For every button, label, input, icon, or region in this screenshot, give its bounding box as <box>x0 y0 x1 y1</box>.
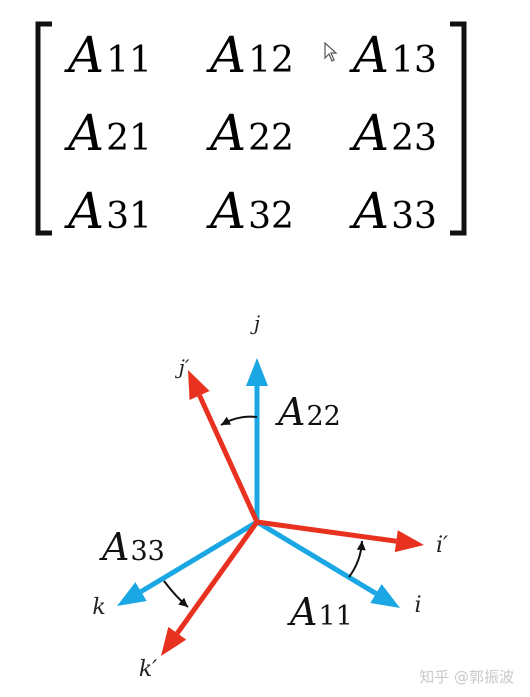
angle-label-symbol: A <box>99 525 129 569</box>
matrix-entry-22: A22 <box>206 104 294 162</box>
right-bracket <box>450 21 467 236</box>
angle-label-subscript: 11 <box>318 601 352 632</box>
matrix-entry-symbol: A <box>64 182 104 240</box>
axis-j-prime-shaft <box>197 394 260 524</box>
axis-j-prime-label: j′ <box>175 355 190 379</box>
matrix-entry-symbol: A <box>64 26 104 84</box>
axis-k-prime <box>161 520 260 656</box>
matrix-entry-11: A11 <box>64 26 152 84</box>
axis-i-arrowhead <box>370 584 400 608</box>
axis-i-shaft <box>255 519 378 596</box>
matrix-entry-symbol: A <box>349 182 389 240</box>
matrix-entry-21: A21 <box>64 104 152 162</box>
angle-a33-label: A33 <box>99 525 165 569</box>
matrix-entry-subscript: 22 <box>248 118 294 159</box>
axis-k-prime-arrowhead <box>161 626 187 656</box>
matrix-entry-subscript: 31 <box>106 196 152 237</box>
matrix-entry-12: A12 <box>206 26 294 84</box>
matrix-entry-subscript: 23 <box>391 118 437 159</box>
angle-a22-label: A22 <box>275 390 341 434</box>
axis-k-label: k <box>92 595 105 620</box>
angle-a11-label: A11 <box>287 590 353 634</box>
matrix-entry-13: A13 <box>349 26 437 84</box>
matrix-entry-subscript: 32 <box>248 196 294 237</box>
matrix-entry-subscript: 12 <box>248 40 294 81</box>
axis-j-prime-arrowhead <box>188 370 210 401</box>
axis-j-prime <box>188 370 260 524</box>
matrix-entry-symbol: A <box>206 26 246 84</box>
angle-a22-arrowhead <box>221 416 232 425</box>
axis-k-arrowhead <box>117 582 147 606</box>
axis-i <box>255 519 400 608</box>
angle-a11-arrowhead <box>356 541 366 551</box>
axis-i-prime-shaft <box>256 519 397 544</box>
matrix-entry-subscript: 21 <box>106 118 152 159</box>
axis-k-shaft <box>139 519 259 594</box>
matrix-entry-symbol: A <box>349 104 389 162</box>
matrix-entry-subscript: 13 <box>391 40 437 81</box>
matrix-entry-symbol: A <box>206 182 246 240</box>
matrix-entry-23: A23 <box>349 104 437 162</box>
axis-i-prime-label: i′ <box>436 533 448 558</box>
axis-j-label: j <box>250 311 260 335</box>
matrix-entry-33: A33 <box>349 182 437 240</box>
axis-k-prime-label: k′ <box>139 657 157 682</box>
angle-a33-arrowhead <box>178 597 188 607</box>
angle-label-subscript: 22 <box>306 401 340 432</box>
angle-label-symbol: A <box>287 590 317 634</box>
axis-i-label: i <box>414 593 421 618</box>
axis-k-prime-shaft <box>175 520 260 635</box>
axis-k <box>117 519 259 606</box>
matrix-entry-symbol: A <box>64 104 104 162</box>
axis-i-prime <box>256 519 424 553</box>
matrix-entry-subscript: 11 <box>106 40 152 81</box>
matrix-entry-symbol: A <box>349 26 389 84</box>
axis-i-prime-arrowhead <box>394 530 424 553</box>
matrix-entry-32: A32 <box>206 182 294 240</box>
angle-label-subscript: 33 <box>130 536 164 567</box>
mouse-cursor-icon <box>324 42 338 62</box>
matrix-entry-symbol: A <box>206 104 246 162</box>
left-bracket <box>35 21 52 236</box>
axis-j-arrowhead <box>246 358 268 386</box>
watermark: 知乎 @郭振波 <box>419 668 514 686</box>
axis-j <box>246 358 268 522</box>
matrix-entry-subscript: 33 <box>391 196 437 237</box>
matrix-entry-31: A31 <box>64 182 152 240</box>
angle-label-symbol: A <box>275 390 305 434</box>
